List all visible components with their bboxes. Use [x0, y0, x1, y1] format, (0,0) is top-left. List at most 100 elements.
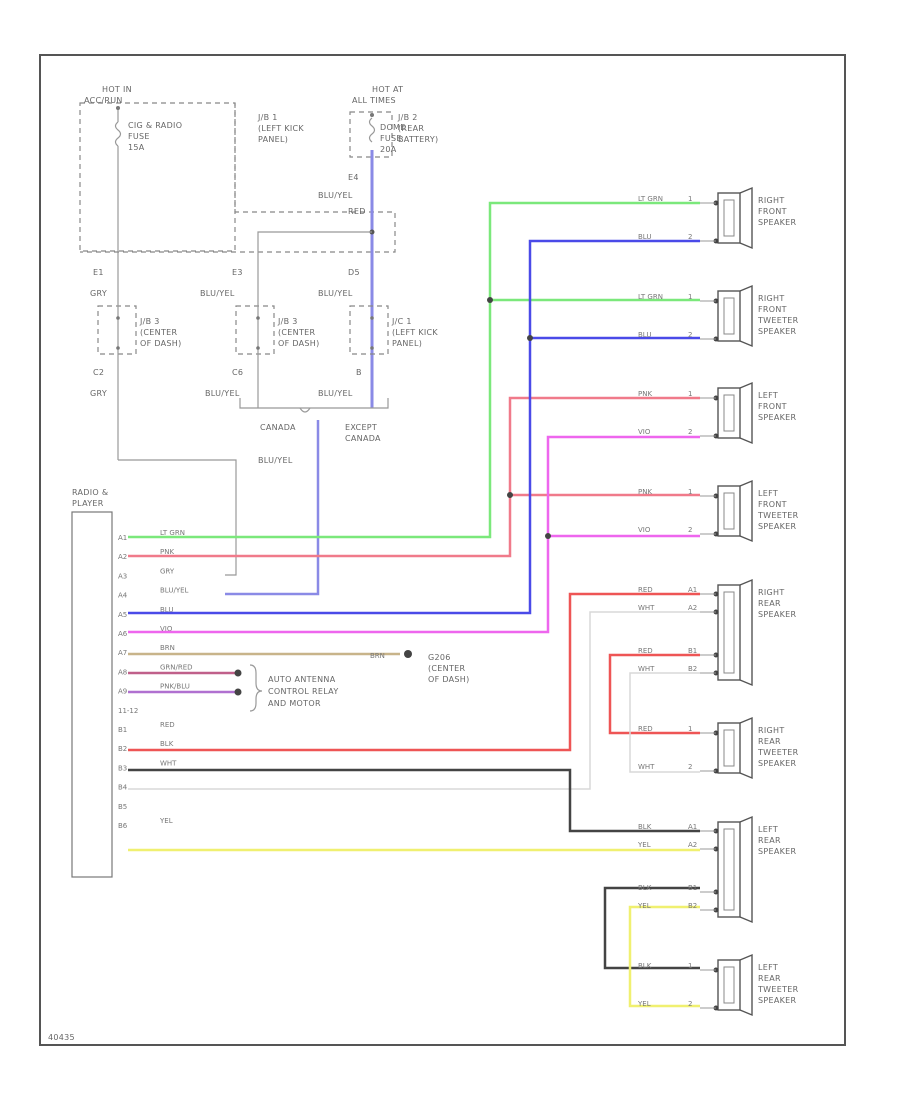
speaker-pin-label: A1 [688, 823, 697, 831]
speaker-wire-label: PNK [638, 390, 652, 398]
speaker-label: RIGHT [758, 196, 785, 205]
conn-c2: C2 [93, 368, 104, 377]
jb3b-box [235, 305, 275, 355]
speaker-cone [739, 953, 753, 1017]
ground-label-2: (CENTER [428, 664, 465, 673]
speaker-pin-label: 2 [688, 1000, 692, 1008]
radio-fuse-label-1: CIG & RADIO [128, 121, 182, 130]
radio-title-1: RADIO & [72, 488, 108, 497]
radio-pin-6: A7 [118, 649, 127, 657]
speaker-coil [723, 199, 735, 237]
speaker-pin-label: A2 [688, 604, 697, 612]
figure-id: 40435 [48, 1033, 75, 1042]
speaker-label: TWEETER [757, 511, 799, 520]
wire-label-blu-yel-6: BLU/YEL [258, 456, 293, 465]
wire-wht-rear-tweeter [629, 672, 700, 773]
ground-label-1: G206 [428, 653, 451, 662]
antenna-label-3: AND MOTOR [268, 699, 321, 708]
conn-e1: E1 [93, 268, 104, 277]
antenna-label-1: AUTO ANTENNA [268, 675, 336, 684]
radio-pin-0: A1 [118, 534, 127, 542]
jb3a-box [97, 305, 137, 355]
speaker-wire-label: YEL [637, 1000, 651, 1008]
ground-wire-label: BRN [370, 652, 385, 660]
speaker-pin-label: A2 [688, 841, 697, 849]
speaker-pin-label: B1 [688, 647, 697, 655]
speaker-pin-label: 1 [688, 962, 692, 970]
jb1-boundary [80, 103, 396, 253]
speaker-pin-label: B1 [688, 884, 697, 892]
jb3b-label-1: J/B 3 [277, 317, 298, 326]
wire-blk-rear-tweeter [603, 886, 700, 970]
speaker-label: SPEAKER [758, 759, 797, 768]
hot-in-label-1: HOT IN [102, 85, 132, 94]
speaker-coil [723, 828, 735, 911]
speaker-label: LEFT [758, 963, 778, 972]
speaker-wire-label: YEL [637, 841, 651, 849]
speaker-wire-label: WHT [638, 604, 655, 612]
conn-e3: E3 [232, 268, 243, 277]
speaker-pin-label: 2 [688, 331, 692, 339]
speaker-pin-label: B2 [688, 665, 697, 673]
speaker-pin-label: 1 [688, 390, 692, 398]
jb1-label-2: (LEFT KICK [258, 124, 304, 133]
radio-unit [71, 511, 113, 878]
speaker-label: FRONT [758, 500, 787, 509]
radio-pin-12: B3 [118, 764, 127, 772]
speaker-wire-label: BLU [638, 233, 651, 241]
hot-in-label-2: ACC/RUN [84, 96, 123, 105]
radio-pin-14: B5 [118, 803, 127, 811]
jb2-label-3: BATTERY) [398, 135, 438, 144]
speaker-wire-label: LT GRN [638, 195, 663, 203]
jb3b-label-3: OF DASH) [278, 339, 320, 348]
speaker-coil [723, 492, 735, 530]
jb1-label-3: PANEL) [258, 135, 288, 144]
speaker-label: RIGHT [758, 588, 785, 597]
hot-at-label-1: HOT AT [372, 85, 403, 94]
wire-vio [128, 435, 700, 634]
wire-lt-grn [128, 201, 700, 539]
dome-fuse-label-2: FUSE [380, 134, 402, 143]
conn-d5: D5 [348, 268, 360, 277]
jc1-label-2: (LEFT KICK [392, 328, 438, 337]
speaker-label: SPEAKER [758, 996, 797, 1005]
speaker-label: SPEAKER [758, 522, 797, 531]
wire-label-gry-2: GRY [90, 389, 107, 398]
speaker-wire-label: WHT [638, 763, 655, 771]
wire-red-rear-tweeter [608, 653, 700, 735]
conn-e4: E4 [348, 173, 359, 182]
speaker-cone [739, 186, 753, 250]
speaker-wire-label: VIO [638, 428, 651, 436]
speaker-label: REAR [758, 974, 781, 983]
wire-label-blu-yel-4: BLU/YEL [205, 389, 240, 398]
wire-blu [128, 239, 700, 615]
antenna-label-2: CONTROL RELAY [268, 687, 339, 696]
wire-label-blu-yel-2: BLU/YEL [200, 289, 235, 298]
wire-label-gry-1: GRY [90, 289, 107, 298]
speaker-wire-label: LT GRN [638, 293, 663, 301]
jb1-label-1: J/B 1 [257, 113, 278, 122]
speaker-coil [723, 394, 735, 432]
wire-wht-rear [128, 611, 700, 790]
speaker-label: SPEAKER [758, 218, 797, 227]
radio-pin-9: 11-12 [118, 707, 138, 715]
wire-blk-rear [128, 768, 700, 833]
speaker-pin-label: 2 [688, 526, 692, 534]
speaker-cone [739, 578, 753, 687]
speaker-wire-label: PNK [638, 488, 652, 496]
radio-pin-wire-0: LT GRN [160, 529, 185, 537]
conn-b: B [356, 368, 362, 377]
wire-label-blu-yel-3: BLU/YEL [318, 289, 353, 298]
speaker-label: REAR [758, 836, 781, 845]
speaker-label: REAR [758, 599, 781, 608]
speaker-label: FRONT [758, 305, 787, 314]
